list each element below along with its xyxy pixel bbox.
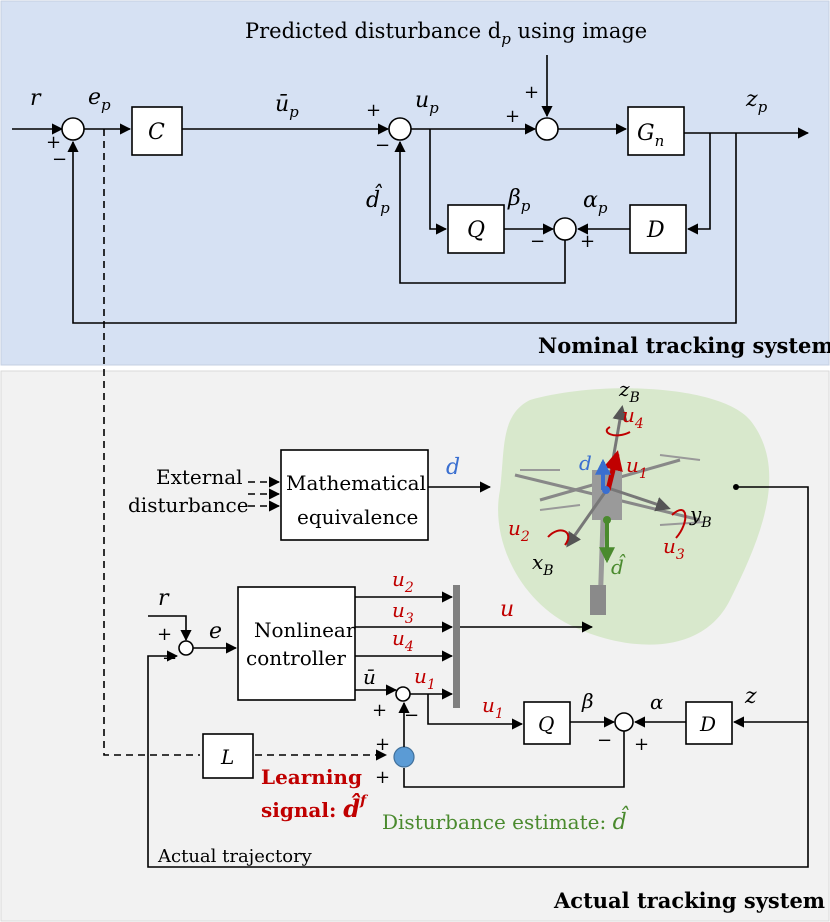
svg-text:+: + [580,231,595,252]
svg-text:−: − [404,705,419,726]
nominal-block-D [629,204,687,254]
svg-text:+: + [366,100,381,121]
nominal-alpha-label: αp [583,188,608,217]
actual-panel-title: Actual tracking system [553,888,825,913]
math-equivalence-block [280,449,429,541]
svg-text:yB: yB [689,502,712,531]
nominal-e-label: ep [88,85,111,114]
nominal-sum-3 [535,117,559,141]
external-disturbance-label: External [156,465,243,489]
actual-alpha-label: α [650,690,664,714]
svg-text:+: + [157,624,172,645]
nominal-r-label: r [30,86,42,111]
svg-text:u3: u3 [392,598,414,627]
learning-block-L [202,733,254,779]
drone-illustration [514,454,706,615]
disturbance-node [393,746,415,768]
svg-text:Q: Q [467,218,485,243]
svg-text:+: + [372,700,387,721]
nominal-panel-title: Nominal tracking system [538,333,830,358]
actual-e-label: e [209,619,222,644]
svg-text:Gn: Gn [637,121,664,150]
actual-block-Q [523,701,571,745]
svg-text:u1: u1 [626,453,648,482]
mux-bar [453,585,460,708]
svg-text:equivalence: equivalence [297,505,418,529]
svg-text:C: C [148,120,165,145]
nominal-panel [0,0,830,366]
svg-text:xB: xB [532,550,554,579]
disturbance-estimate-label: Disturbance estimate: d̂ [382,806,629,835]
svg-text:+: + [634,734,649,755]
learning-signal-label: Learning [261,765,362,789]
drone-background [498,388,770,645]
actual-d-label: d [446,455,460,480]
actual-ubar-label: ū [363,665,376,689]
nominal-dhat-label: d̂p [366,184,390,217]
svg-text:−: − [52,149,67,170]
svg-text:disturbance: disturbance [128,493,249,517]
svg-text:u2: u2 [392,567,414,596]
svg-text:L: L [220,745,234,769]
learning-dashed-path [103,129,200,756]
actual-r-label: r [158,586,170,611]
nominal-u-label: up [415,88,439,117]
nominal-block-Gn [627,106,685,156]
actual-trajectory-label: Actual trajectory [157,846,313,867]
svg-text:u2: u2 [508,516,530,545]
nominal-z-label: zp [745,87,768,116]
svg-text:+: + [375,767,390,788]
svg-text:u3: u3 [663,534,685,563]
svg-text:+: + [375,734,390,755]
svg-text:controller: controller [246,646,346,670]
svg-text:−: − [375,135,390,156]
actual-z-label: z [744,684,757,709]
svg-text:+: + [46,132,61,153]
svg-text:Mathematical: Mathematical [286,471,426,495]
nominal-disturbance-label: Predicted disturbance dp using image [245,19,647,48]
nominal-sum-4 [553,217,577,241]
svg-text:u1: u1 [482,693,504,722]
svg-text:d: d [579,451,592,475]
nominal-sum-2 [388,117,412,141]
nonlinear-controller-block [237,586,356,701]
svg-text:Q: Q [538,712,554,736]
svg-text:u4: u4 [392,626,414,655]
nominal-beta-label: βp [507,186,531,215]
svg-text:signal: d̂f: signal: d̂f [261,793,369,823]
actual-sum-e [178,640,194,656]
actual-sum-alpha [614,712,634,732]
actual-block-D [685,701,733,745]
svg-text:−: − [530,231,545,252]
svg-text:u1: u1 [414,664,436,693]
svg-text:u4: u4 [622,403,644,432]
svg-text:+: + [505,106,520,127]
svg-text:D: D [646,218,665,243]
nominal-block-Q [447,204,505,254]
nominal-ubar-label: ūp [275,92,299,121]
actual-beta-label: β [581,689,594,713]
nominal-sum-1 [61,117,85,141]
svg-text:−: − [162,648,177,669]
svg-text:zB: zB [618,377,640,406]
svg-text:−: − [597,730,612,751]
svg-text:D: D [699,712,716,736]
svg-text:d̂: d̂ [611,553,626,579]
actual-u-label: u [500,597,514,622]
actual-sum-u [395,686,411,702]
svg-text:+: + [524,82,539,103]
svg-text:Nonlinear: Nonlinear [254,618,356,642]
nominal-block-C [131,106,183,156]
